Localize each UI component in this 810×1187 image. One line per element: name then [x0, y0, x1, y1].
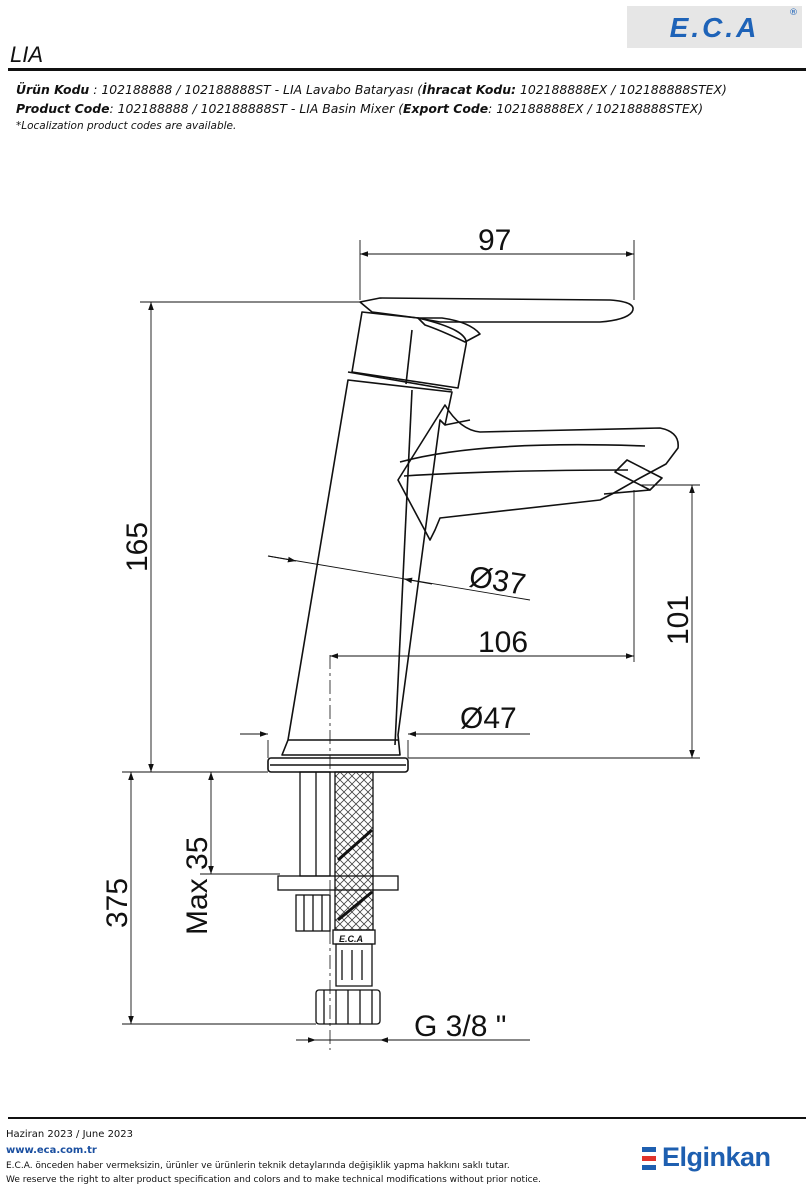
fixing-washer — [277, 875, 399, 891]
dim-height-total-label: 165 — [121, 522, 154, 572]
product-code-en-label: Product Code — [16, 101, 110, 116]
dim-width-top-label: 97 — [478, 224, 511, 257]
export-code-tr-text: 102188888EX / 102188888STEX) — [516, 82, 727, 97]
dim-base-diameter — [240, 731, 530, 758]
elginkan-brand-name: Elginkan — [662, 1142, 771, 1172]
header-rule — [8, 68, 806, 71]
dim-base-diameter-label: Ø47 — [460, 702, 517, 735]
dim-spout-reach-label: 106 — [478, 626, 528, 659]
notice-en: We reserve the right to alter product sp… — [6, 1175, 541, 1185]
eca-logo: E.C.A ® — [627, 6, 802, 48]
product-code-tr-label: Ürün Kodu — [16, 82, 90, 97]
export-code-tr-label: İhracat Kodu: — [422, 82, 517, 97]
product-code-tr: Ürün Kodu : 102188888 / 102188888ST - LI… — [16, 82, 727, 97]
dim-max-thickness-label: Max 35 — [181, 837, 214, 935]
product-code-en-text: : 102188888 / 102188888ST - LIA Basin Mi… — [109, 101, 404, 116]
footer-rule — [8, 1117, 806, 1119]
dim-hose-length-label: 375 — [101, 878, 134, 928]
website-link[interactable]: www.eca.com.tr — [6, 1145, 97, 1156]
product-code-en: Product Code: 102188888 / 102188888ST - … — [16, 101, 703, 116]
dim-body-diameter-label: Ø37 — [467, 560, 528, 601]
braided-hose — [334, 771, 374, 931]
dim-hose-length — [122, 771, 316, 1025]
dim-thread-label: G 3/8 " — [414, 1010, 506, 1043]
spout — [397, 404, 679, 541]
lever-handle — [359, 297, 634, 323]
dim-spout-reach — [330, 490, 635, 662]
eca-logo-text: E.C.A — [669, 12, 760, 43]
aerator — [614, 459, 663, 491]
localization-note: *Localization product codes are availabl… — [16, 120, 237, 132]
export-code-en-label: Export Code — [403, 101, 489, 116]
dim-spout-height-label: 101 — [662, 595, 695, 645]
registered-mark: ® — [789, 8, 798, 18]
faucet-body — [281, 379, 453, 756]
dim-height-total — [140, 301, 360, 773]
model-title: LIA — [10, 42, 44, 67]
threaded-stud — [299, 771, 331, 877]
elginkan-mark-icon — [642, 1147, 656, 1170]
faucet-outline — [267, 297, 679, 773]
technical-drawing: E.C.A 97 165 Ø37 106 101 Ø47 — [101, 224, 700, 1050]
export-code-en-text: : 102188888EX / 102188888STEX) — [488, 101, 704, 116]
installation-parts — [277, 771, 399, 1025]
document-date: Haziran 2023 / June 2023 — [6, 1129, 134, 1140]
dim-body-diameter — [267, 555, 531, 601]
notice-tr: E.C.A. önceden haber vermeksizin, ürünle… — [6, 1161, 510, 1171]
dim-max-thickness — [200, 771, 280, 875]
dim-spout-height — [408, 484, 700, 759]
hose-mark: E.C.A — [339, 934, 363, 944]
product-code-tr-text: : 102188888 / 102188888ST - LIA Lavabo B… — [89, 82, 423, 97]
cartridge-cap — [351, 311, 467, 389]
dim-width-top — [359, 240, 635, 300]
